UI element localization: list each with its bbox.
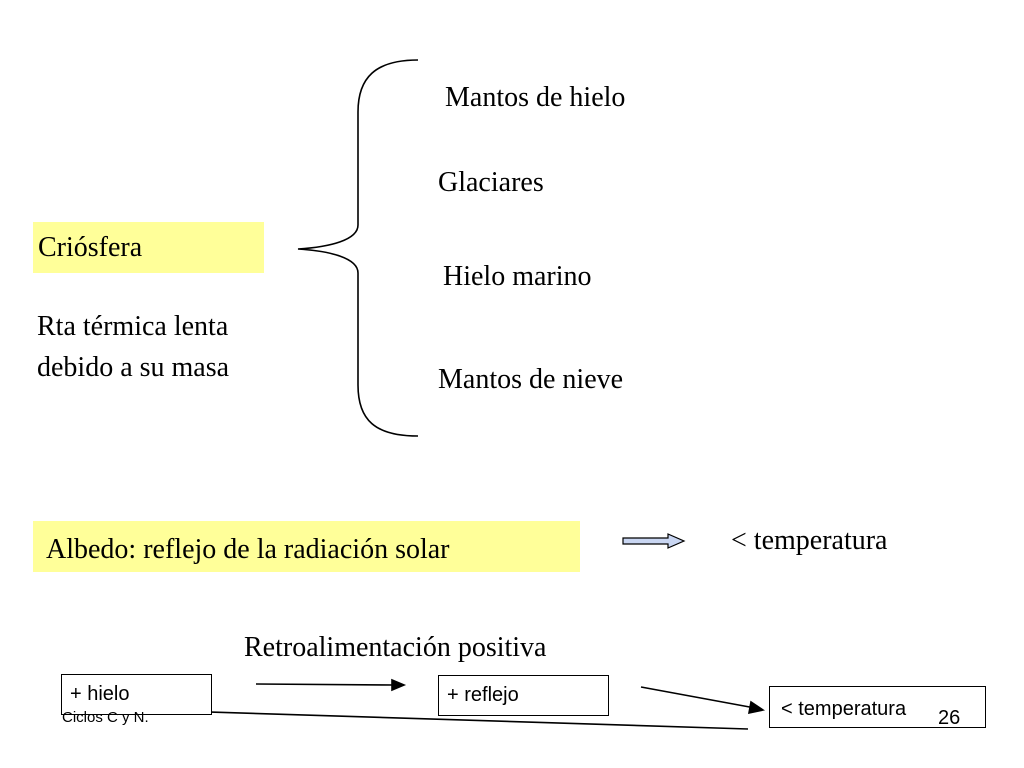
brace-icon xyxy=(297,59,419,437)
category-glaciers: Glaciares xyxy=(438,167,544,198)
cycle-box-ice: + hielo xyxy=(61,674,212,715)
footer-text: Ciclos C y N. xyxy=(62,709,149,726)
cycle-box-temperature: < temperatura xyxy=(769,686,986,728)
cycle-ice-label: + hielo xyxy=(70,683,130,705)
thermal-response-line2: debido a su masa xyxy=(37,352,230,383)
category-ice-sheets: Mantos de hielo xyxy=(445,82,626,113)
cycle-temperature-label: < temperatura xyxy=(781,698,907,720)
albedo-label: Albedo: reflejo de la radiación solar xyxy=(33,521,580,572)
thermal-response-line1: Rta térmica lenta xyxy=(37,311,229,342)
cycle-box-reflection: + reflejo xyxy=(438,675,609,716)
cryosphere-label: Criósfera xyxy=(33,222,264,273)
cycle-reflection-label: + reflejo xyxy=(447,684,519,706)
category-sea-ice: Hielo marino xyxy=(443,261,592,292)
right-arrow-icon xyxy=(622,533,686,549)
category-snow-cover: Mantos de nieve xyxy=(438,364,624,395)
page-number: 26 xyxy=(938,707,961,729)
feedback-title: Retroalimentación positiva xyxy=(244,632,547,663)
albedo-result: < temperatura xyxy=(731,525,888,556)
